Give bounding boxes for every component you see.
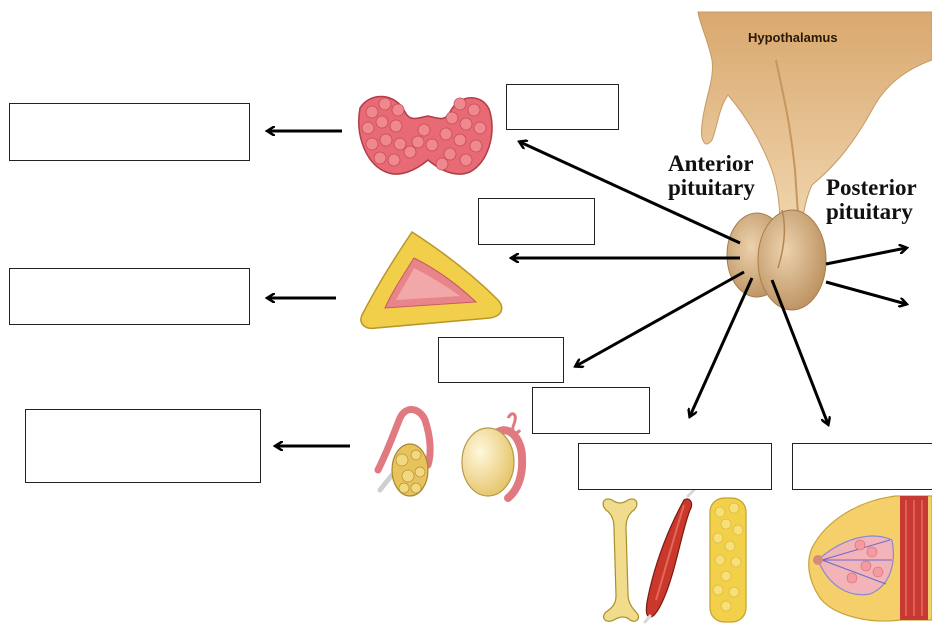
anterior-pituitary-label-line1: Anterior	[668, 152, 754, 176]
hypothalamus-label: Hypothalamus	[748, 30, 838, 45]
answer-box-thyroid-target[interactable]	[9, 103, 250, 161]
answer-box-prolactin[interactable]	[792, 443, 932, 490]
adipose-tissue-icon	[710, 498, 746, 622]
arrow-posterior-upper	[826, 248, 906, 264]
answer-box-acth[interactable]	[478, 198, 595, 245]
answer-box-growth-hormone[interactable]	[578, 443, 772, 490]
anterior-pituitary-label-line2: pituitary	[668, 176, 755, 200]
thyroid-gland-icon	[359, 96, 492, 174]
mammary-gland-icon	[809, 496, 932, 621]
posterior-pituitary-label-line2: pituitary	[826, 200, 913, 224]
testis-icon	[462, 414, 522, 498]
ovary-icon	[378, 410, 430, 496]
bone-icon	[603, 499, 638, 621]
muscle-icon	[645, 490, 694, 622]
answer-box-gonadotropins-2[interactable]	[532, 387, 650, 434]
adrenal-gland-icon	[361, 232, 502, 328]
answer-box-gonad-target[interactable]	[25, 409, 261, 483]
arrow-posterior-lower	[826, 282, 906, 304]
posterior-pituitary-label-line1: Posterior	[826, 176, 917, 200]
answer-box-tsh[interactable]	[506, 84, 619, 130]
answer-box-adrenal-target[interactable]	[9, 268, 250, 325]
answer-box-gonadotropins[interactable]	[438, 337, 564, 383]
